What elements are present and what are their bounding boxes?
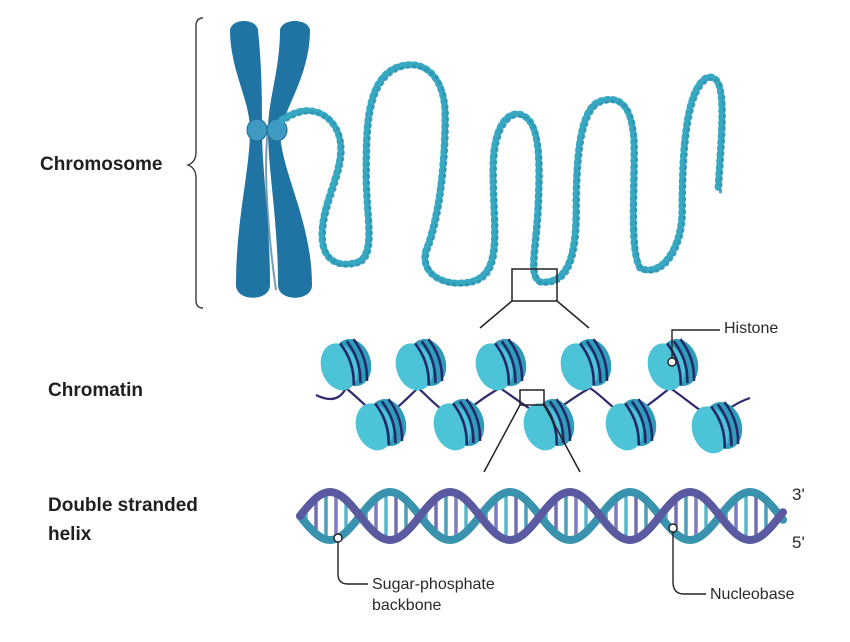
nucleosome bbox=[433, 398, 485, 451]
backbone-pointer-dot bbox=[333, 533, 343, 543]
annotation-backbone-line2: backbone bbox=[372, 597, 442, 614]
nucleosome bbox=[355, 398, 407, 451]
annotation-3-prime: 3' bbox=[792, 485, 805, 504]
zoom-box-chromatin bbox=[519, 389, 545, 406]
histone-pointer-line bbox=[671, 329, 720, 358]
chromatin-fiber-beads bbox=[278, 61, 726, 287]
zoom-line2-left bbox=[483, 404, 521, 473]
chromatid-left bbox=[230, 21, 270, 298]
chromosome bbox=[230, 21, 312, 298]
nucleosome bbox=[320, 338, 372, 391]
nucleosome bbox=[691, 401, 743, 454]
label-helix: Double stranded helix bbox=[48, 491, 198, 549]
nucleosome bbox=[475, 338, 527, 391]
strand-purple bbox=[296, 487, 787, 545]
zoom-line-left bbox=[479, 300, 513, 329]
nucleosome bbox=[647, 338, 699, 391]
nucleosome bbox=[395, 338, 447, 391]
annotation-5-prime: 5' bbox=[792, 533, 805, 552]
centromere-left bbox=[246, 118, 268, 142]
zoom-line-right bbox=[556, 300, 590, 329]
nucleobase-pointer-dot bbox=[668, 523, 678, 533]
histone-pointer-dot bbox=[667, 357, 677, 367]
annotation-backbone: Sugar-phosphate backbone bbox=[372, 574, 495, 616]
chromatid-right bbox=[268, 21, 312, 298]
nucleosome bbox=[605, 398, 657, 451]
chromosome-bracket bbox=[186, 17, 204, 309]
backbone-pointer-line bbox=[337, 542, 368, 585]
annotation-nucleobase: Nucleobase bbox=[710, 586, 795, 603]
centromere-right bbox=[266, 118, 288, 142]
annotation-backbone-line1: Sugar-phosphate bbox=[372, 576, 495, 593]
zoom-box-chromosome bbox=[511, 268, 558, 302]
nucleobase-pointer-line bbox=[672, 532, 706, 595]
label-chromosome: Chromosome bbox=[40, 154, 163, 175]
nucleosome-group bbox=[320, 338, 743, 454]
nucleosome bbox=[523, 398, 575, 451]
label-chromatin: Chromatin bbox=[48, 380, 143, 401]
annotation-histone: Histone bbox=[724, 320, 779, 337]
label-helix-line1: Double stranded bbox=[48, 495, 198, 516]
zoom-line2-right bbox=[543, 404, 581, 473]
nucleosome bbox=[560, 338, 612, 391]
label-helix-line2: helix bbox=[48, 524, 92, 545]
